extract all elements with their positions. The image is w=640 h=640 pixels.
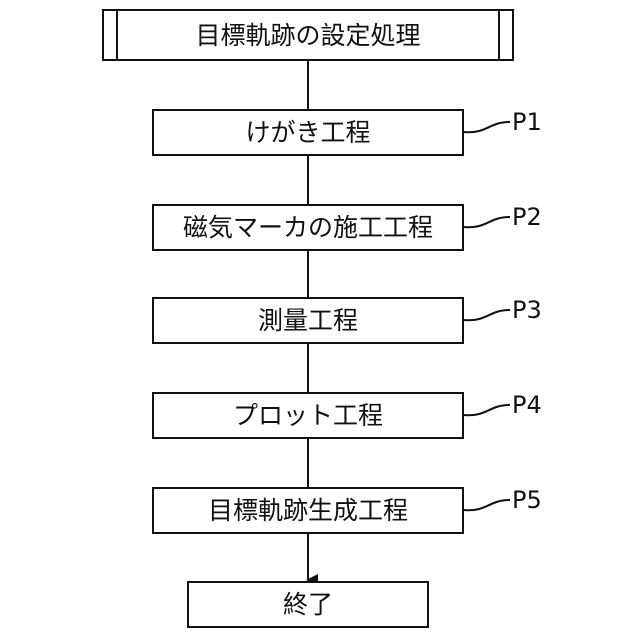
step-node-p5: 目標軌跡生成工程 P5 (153, 486, 542, 533)
step-label-p3: 測量工程 (258, 306, 358, 335)
step-node-p4: プロット工程 P4 (153, 391, 542, 438)
step-node-p2: 磁気マーカの施工工程 P2 (153, 203, 542, 250)
ref-leader-p2 (463, 217, 510, 227)
process-title-node: 目標軌跡の設定処理 (103, 10, 513, 60)
process-title-text: 目標軌跡の設定処理 (195, 21, 420, 50)
end-node: 終了 (188, 582, 428, 627)
step-label-p2: 磁気マーカの施工工程 (183, 213, 433, 242)
ref-leader-p4 (463, 405, 510, 415)
step-label-p1: けがき工程 (245, 118, 370, 147)
ref-label-p5: P5 (512, 486, 542, 514)
ref-label-p1: P1 (512, 108, 542, 136)
ref-label-p2: P2 (512, 203, 542, 231)
step-label-p5: 目標軌跡生成工程 (208, 496, 408, 525)
ref-leader-p1 (463, 122, 510, 132)
ref-leader-p5 (463, 500, 510, 510)
ref-leader-p3 (463, 310, 510, 320)
end-label: 終了 (283, 590, 333, 619)
step-node-p1: けがき工程 P1 (153, 108, 542, 155)
step-label-p4: プロット工程 (233, 401, 383, 430)
ref-label-p4: P4 (512, 391, 542, 419)
ref-label-p3: P3 (512, 296, 542, 324)
step-node-p3: 測量工程 P3 (153, 296, 542, 343)
